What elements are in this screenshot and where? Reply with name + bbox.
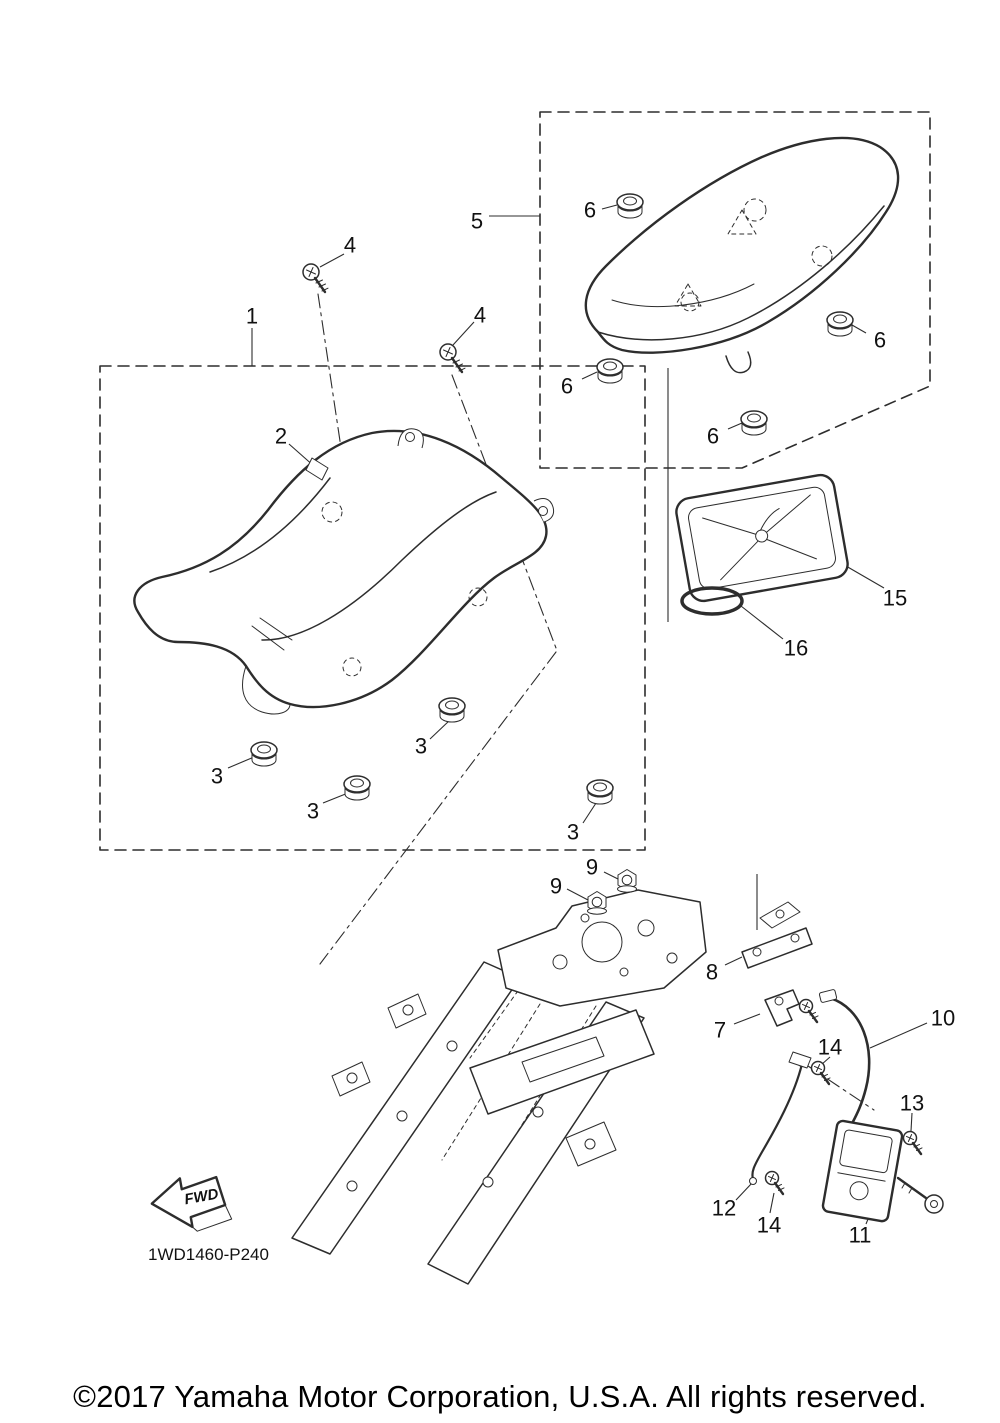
key bbox=[896, 1176, 944, 1214]
callout-3: 3 bbox=[211, 764, 223, 789]
callout-12: 12 bbox=[712, 1196, 736, 1221]
callout-3: 3 bbox=[567, 820, 579, 845]
callout-6: 6 bbox=[874, 328, 886, 353]
passenger-seat-group-box bbox=[539, 111, 931, 469]
damper-3-c bbox=[438, 697, 466, 723]
nut-9-b bbox=[617, 869, 637, 893]
damper-6-c bbox=[596, 358, 624, 384]
screw-4-a bbox=[301, 262, 330, 294]
callout-9: 9 bbox=[586, 855, 598, 880]
screw-14-a bbox=[810, 1060, 832, 1086]
callout-6: 6 bbox=[707, 424, 719, 449]
seat-hook bbox=[764, 989, 820, 1027]
nut-9-a bbox=[587, 891, 607, 915]
screw-13 bbox=[902, 1130, 924, 1156]
rider-seat-group-box bbox=[99, 365, 646, 851]
seat-strap bbox=[725, 351, 752, 374]
callout-15: 15 bbox=[883, 586, 907, 611]
seat-lock-assembly bbox=[821, 1119, 944, 1223]
callout-14: 14 bbox=[818, 1035, 842, 1060]
seat-bracket-strip bbox=[741, 927, 813, 969]
parts-diagram: FWD 1WD1460-P240 12445666633331516998710… bbox=[99, 111, 955, 1285]
damper-6-a bbox=[616, 193, 644, 219]
lock-rod bbox=[749, 1051, 812, 1185]
callout-7: 7 bbox=[714, 1018, 726, 1043]
callout-4: 4 bbox=[474, 303, 486, 328]
callout-8: 8 bbox=[706, 960, 718, 985]
seat-band bbox=[680, 586, 744, 616]
callout-11: 11 bbox=[849, 1223, 872, 1248]
damper-6-d bbox=[740, 410, 768, 436]
callout-6: 6 bbox=[584, 198, 596, 223]
part-code: 1WD1460-P240 bbox=[148, 1245, 269, 1264]
callout-3: 3 bbox=[415, 734, 427, 759]
damper-3-a bbox=[250, 741, 278, 767]
callout-10: 10 bbox=[931, 1006, 955, 1031]
fwd-label: FWD bbox=[183, 1186, 220, 1209]
rear-frame bbox=[291, 889, 707, 1285]
damper-3-d bbox=[586, 779, 614, 805]
callout-9: 9 bbox=[550, 874, 562, 899]
tool-pouch bbox=[675, 473, 849, 603]
fwd-arrow: FWD bbox=[150, 1175, 233, 1232]
callout-13: 13 bbox=[900, 1091, 924, 1116]
screw-4-b bbox=[438, 342, 467, 374]
callout-5: 5 bbox=[471, 209, 483, 234]
callout-1: 1 bbox=[246, 304, 258, 329]
seat-latch-plate bbox=[305, 457, 329, 481]
callout-4: 4 bbox=[344, 233, 356, 258]
rider-seat bbox=[133, 428, 555, 715]
callout-6: 6 bbox=[561, 374, 573, 399]
callout-16: 16 bbox=[784, 636, 808, 661]
lock-cable bbox=[818, 989, 871, 1139]
callout-2: 2 bbox=[275, 424, 287, 449]
damper-6-b bbox=[826, 311, 854, 337]
copyright-footer: ©2017 Yamaha Motor Corporation, U.S.A. A… bbox=[73, 1379, 927, 1414]
screw-14-b bbox=[764, 1170, 786, 1196]
callout-14: 14 bbox=[757, 1213, 781, 1238]
callout-3: 3 bbox=[307, 799, 319, 824]
passenger-seat bbox=[584, 136, 900, 374]
damper-3-b bbox=[343, 775, 371, 801]
